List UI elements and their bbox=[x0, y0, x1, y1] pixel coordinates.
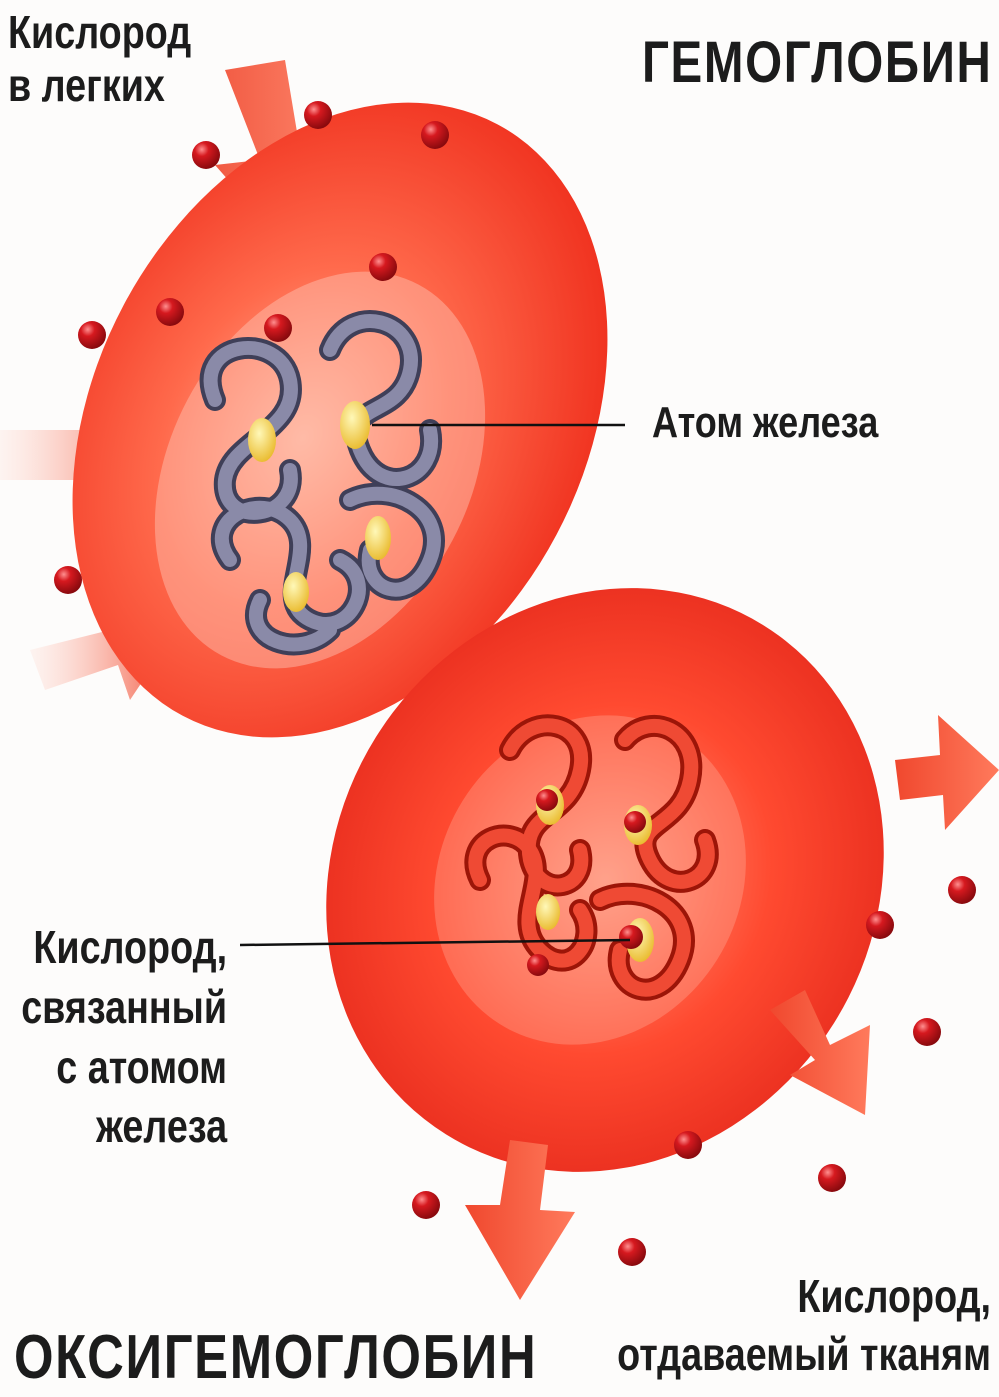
oxygen-icon bbox=[818, 1164, 846, 1192]
bound-oxygen-icon bbox=[624, 811, 646, 833]
label-line: связанный bbox=[21, 978, 227, 1038]
oxygen-icon bbox=[304, 101, 332, 129]
label-line: Кислород, bbox=[21, 918, 227, 978]
oxygen-icon bbox=[421, 121, 449, 149]
label-line: железа bbox=[21, 1097, 227, 1157]
iron-atom-icon bbox=[248, 418, 276, 462]
bound-oxygen-icon bbox=[619, 925, 643, 949]
iron-atom-icon bbox=[340, 401, 370, 449]
bound-oxygen-icon bbox=[527, 954, 549, 976]
iron-atom-icon bbox=[536, 894, 560, 930]
label-oxygen-in-lungs: Кислород в легких bbox=[8, 6, 191, 112]
oxygen-icon bbox=[54, 566, 82, 594]
iron-atom-icon bbox=[365, 516, 391, 560]
oxygen-icon bbox=[192, 141, 220, 169]
iron-atom-icon bbox=[283, 572, 309, 612]
oxygen-icon bbox=[369, 253, 397, 281]
title-hemoglobin: ГЕМОГЛОБИН bbox=[642, 30, 993, 97]
oxygen-icon bbox=[412, 1191, 440, 1219]
label-line: Кислород, bbox=[617, 1268, 991, 1326]
bound-oxygen-icon bbox=[536, 789, 558, 811]
label-line: в легких bbox=[8, 59, 191, 112]
oxygen-icon bbox=[674, 1131, 702, 1159]
label-iron-atom: Атом железа bbox=[652, 398, 878, 449]
label-line: Кислород bbox=[8, 6, 191, 59]
arrow-out-right bbox=[895, 715, 999, 830]
oxygen-icon bbox=[866, 911, 894, 939]
oxygen-icon bbox=[156, 298, 184, 326]
label-bound-oxygen: Кислород, связанный с атомом железа bbox=[21, 918, 227, 1157]
oxygen-icon bbox=[948, 876, 976, 904]
label-line: отдаваемый тканям bbox=[617, 1326, 991, 1384]
oxygen-icon bbox=[78, 321, 106, 349]
label-oxygen-to-tissues: Кислород, отдаваемый тканям bbox=[617, 1268, 991, 1383]
oxygen-icon bbox=[264, 314, 292, 342]
label-line: с атомом bbox=[21, 1038, 227, 1098]
title-oxyhemoglobin: ОКСИГЕМОГЛОБИН bbox=[14, 1322, 537, 1393]
oxygen-icon bbox=[913, 1018, 941, 1046]
oxygen-icon bbox=[618, 1238, 646, 1266]
